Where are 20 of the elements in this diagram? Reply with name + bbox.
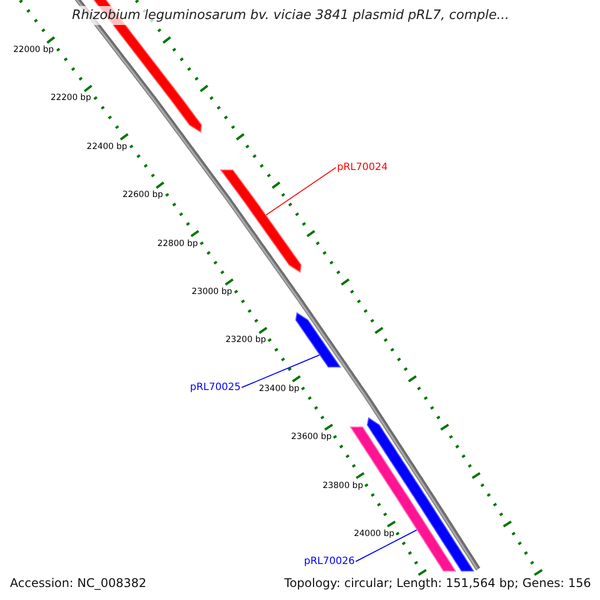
scale-label: 23800 bp [322,480,364,491]
scale-label: 22000 bp [13,45,54,55]
leader-line [355,530,418,562]
scale-label: 22600 bp [122,190,163,200]
gene-arrow [295,312,342,368]
accession-text: Accession: NC_008382 [9,575,148,591]
scale-label: 22400 bp [86,142,128,152]
genome-summary-text: Topology: circular; Length: 151,564 bp; Genes: 156 [283,575,592,591]
scale-label: 23000 bp [192,287,232,297]
scale-label: 23200 bp [225,335,266,346]
scale-label: 23600 bp [291,432,332,442]
gene-arrow [220,170,302,273]
gene-label: pRL70025 [190,382,241,393]
scale-label: 23400 bp [258,384,300,394]
scale-label: 24000 bp [354,529,394,539]
gene-label: pRL70026 [304,556,355,567]
gene-label: pRL70024 [337,162,388,173]
scale-label: 22200 bp [50,93,92,104]
leader-line [266,167,336,216]
leader-line [241,354,320,388]
